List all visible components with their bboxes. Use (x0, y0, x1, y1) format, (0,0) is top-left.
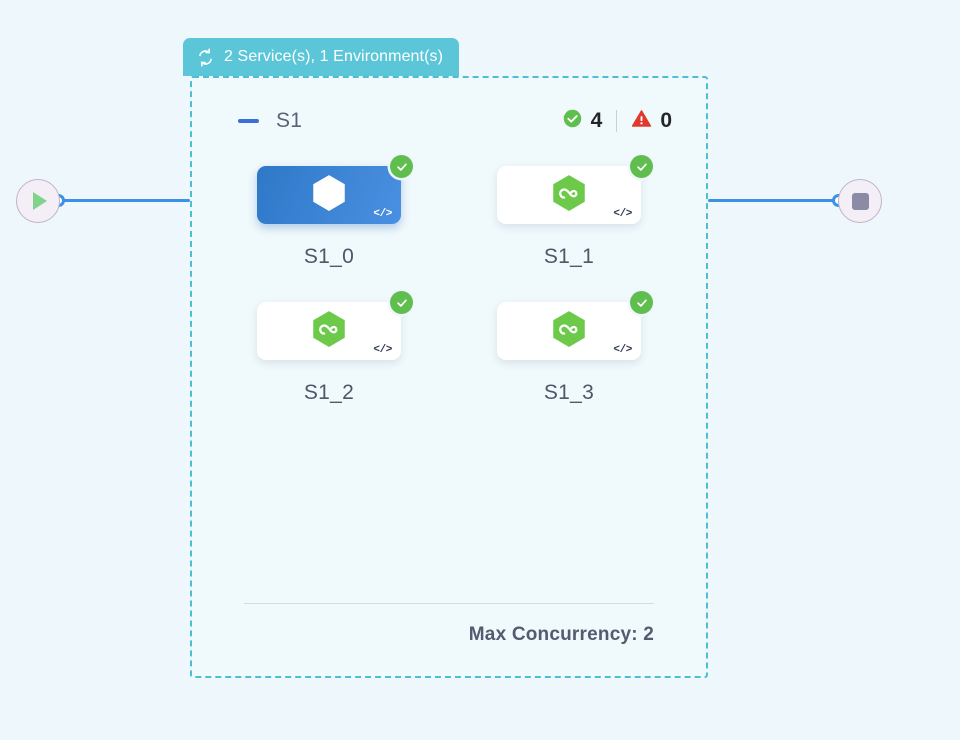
status-warning[interactable]: 0 (631, 108, 672, 134)
sync-loop-icon (196, 47, 215, 67)
service-node-card[interactable]: </> (257, 291, 413, 360)
code-icon[interactable]: </> (373, 208, 392, 220)
service-node-s1_2: </> S1_2 (209, 291, 449, 405)
service-node-label: S1_2 (303, 381, 355, 404)
max-concurrency-label: Max Concurrency: 2 (468, 624, 654, 645)
status-success[interactable]: 4 (562, 108, 603, 134)
service-node-label: S1_0 (303, 245, 355, 268)
group-name-label: S1 (276, 109, 303, 132)
hexagon-infinity-icon (308, 172, 350, 219)
hexagon-infinity-icon (548, 308, 590, 355)
check-circle-icon (390, 291, 413, 314)
check-circle-icon (630, 155, 653, 178)
status-summary: 4 0 (562, 108, 672, 134)
stop-icon (851, 192, 869, 210)
edge-group-to-end[interactable] (708, 199, 840, 202)
code-icon[interactable]: </> (613, 344, 632, 356)
hexagon-infinity-icon (548, 172, 590, 219)
edge-start-to-group[interactable] (62, 199, 190, 202)
group-footer: Max Concurrency: 2 (244, 603, 654, 646)
group-header-label: 2 Service(s), 1 Environment(s) (224, 48, 444, 65)
warning-triangle-icon (631, 108, 652, 134)
start-node[interactable] (16, 179, 60, 223)
status-warning-count: 0 (660, 109, 672, 132)
service-node-card[interactable]: </> (497, 155, 653, 224)
check-circle-icon (562, 108, 583, 134)
minus-icon[interactable] (238, 119, 259, 123)
hexagon-infinity-icon (308, 308, 350, 355)
status-divider (616, 110, 618, 132)
service-group-container[interactable]: S1 4 (190, 76, 708, 678)
service-node-label: S1_3 (543, 381, 595, 404)
end-node[interactable] (838, 179, 882, 223)
check-circle-icon (390, 155, 413, 178)
check-circle-icon (630, 291, 653, 314)
service-node-label: S1_1 (543, 245, 595, 268)
play-icon (33, 192, 47, 210)
service-node-s1_1: </> S1_1 (449, 155, 689, 269)
footer-divider (244, 603, 654, 604)
group-header-tab[interactable]: 2 Service(s), 1 Environment(s) (183, 38, 460, 76)
code-icon[interactable]: </> (373, 344, 392, 356)
status-success-count: 4 (590, 109, 603, 132)
service-node-grid: </> S1_0 </> S1_1 </> S1_2 </> S1_3 (192, 155, 706, 405)
service-node-s1_0: </> S1_0 (209, 155, 449, 269)
service-node-card[interactable]: </> (497, 291, 653, 360)
group-title-row: S1 4 (192, 106, 706, 136)
code-icon[interactable]: </> (613, 208, 632, 220)
service-node-card[interactable]: </> (257, 155, 413, 224)
service-node-s1_3: </> S1_3 (449, 291, 689, 405)
